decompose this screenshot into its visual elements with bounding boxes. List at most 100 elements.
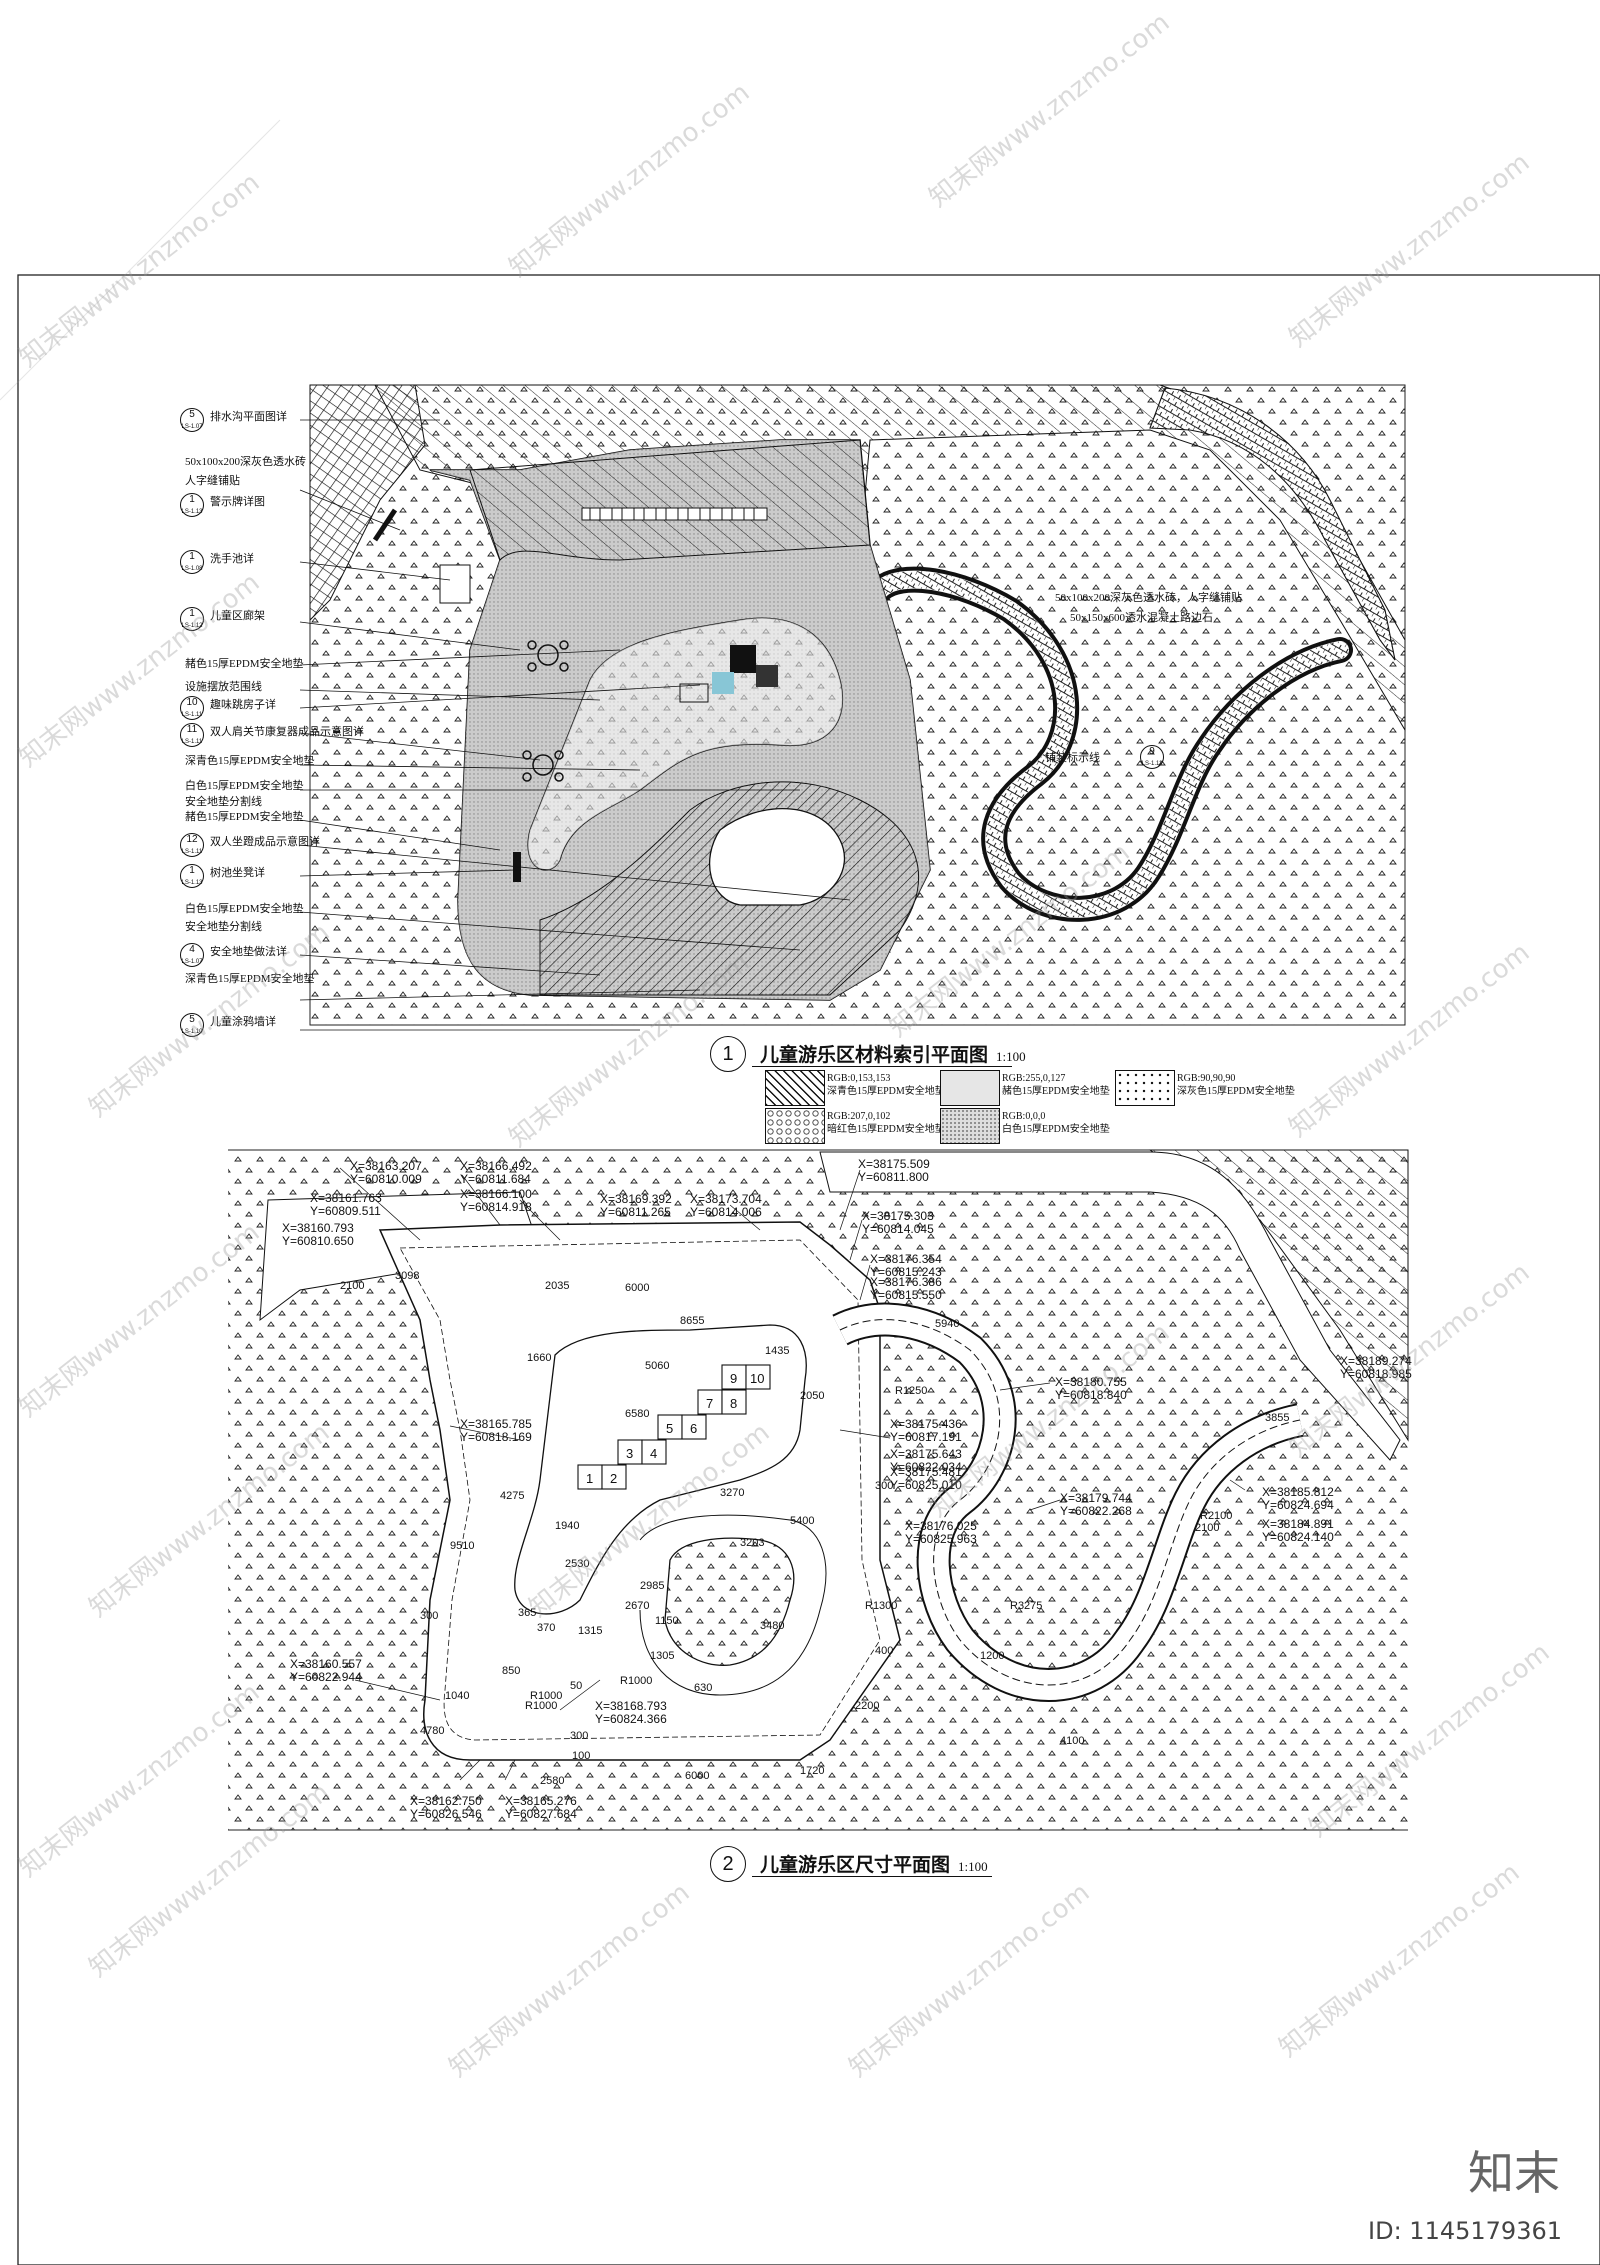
- coordinate-y: Y=60824.694: [1262, 1498, 1334, 1512]
- detail-ref-sheet: LS-1.11: [1141, 761, 1163, 767]
- plan1-drawing: [299, 384, 1406, 1031]
- legend-material: 白色15厚EPDM安全地垫: [1002, 1124, 1110, 1135]
- dimension-label-30: 2580: [540, 1775, 565, 1787]
- dimension-label-22: R1000: [620, 1675, 653, 1687]
- callout-ref-number: 12: [186, 834, 198, 845]
- coordinate-y: Y=60814.918: [460, 1200, 532, 1214]
- legend-rgb: RGB:255,0,127: [1002, 1073, 1066, 1084]
- hopscotch-cell-number: 6: [690, 1421, 698, 1436]
- dimension-label-38: R3275: [1010, 1600, 1043, 1612]
- callout-ref-sheet: LS-1.12: [181, 623, 203, 629]
- legend-rgb: RGB:90,90,90: [1177, 1073, 1236, 1084]
- callout-label-6: 赭色15厚EPDM安全地垫: [185, 658, 304, 670]
- dimension-label-4: 1435: [765, 1345, 790, 1357]
- callout-label-14: 双人坐蹬成品示意图详: [210, 836, 320, 848]
- coordinate-y: Y=60814.045: [862, 1222, 934, 1236]
- dimension-label-2: 5060: [645, 1360, 670, 1372]
- coordinate-x: X=38184.891: [1262, 1517, 1334, 1531]
- callout-ref-sheet: LS-1.10: [181, 1029, 203, 1035]
- legend-material: 深灰色15厚EPDM安全地垫: [1177, 1086, 1295, 1097]
- dimension-label-9: 9510: [450, 1540, 475, 1552]
- dimension-label-18: 1315: [578, 1625, 603, 1637]
- legend-swatch: [940, 1070, 1000, 1106]
- coordinate-x: X=38180.755: [1055, 1375, 1127, 1389]
- dimension-label-29: 6000: [685, 1770, 710, 1782]
- dimension-label-16: 1150: [655, 1615, 679, 1627]
- plan1-title-underline: [752, 1066, 1012, 1067]
- dimension-label-1: 8655: [680, 1315, 705, 1327]
- callout-ref-sheet: LS-1.13: [181, 509, 203, 515]
- dimension-label-3: 1660: [527, 1352, 552, 1364]
- coordinate-x: X=38161.763: [310, 1191, 382, 1205]
- coordinate-y: Y=60825.010: [890, 1478, 962, 1492]
- plan1-scale: 1:100: [996, 1049, 1026, 1064]
- callout-label-1: 50x100x200深灰色透水砖: [185, 456, 306, 468]
- callout-ref-number: 5: [189, 1014, 195, 1025]
- callout-label-11: 白色15厚EPDM安全地垫: [185, 780, 304, 792]
- hopscotch-cell-number: 9: [730, 1371, 738, 1386]
- dimension-label-14: 2985: [640, 1580, 665, 1592]
- plan1-note-paving: 50x100x200深灰色透水砖，人字缝铺贴: [1055, 592, 1242, 604]
- legend-item-2: RGB:90,90,90 深灰色15厚EPDM安全地垫: [1115, 1068, 1295, 1106]
- plan1-note-curb: 50x150x600透水混凝土路边石: [1070, 612, 1213, 624]
- plan1-detail-ref[interactable]: 9 LS-1.11: [1140, 745, 1164, 769]
- dimension-label-26: R1300: [865, 1600, 898, 1612]
- brand-id-label: ID: 1145179361: [1368, 2217, 1562, 2245]
- callout-ref-sheet: LS-1.13: [181, 880, 203, 886]
- dimension-label-49: 3098: [395, 1270, 420, 1282]
- dimension-label-15: 2670: [625, 1600, 650, 1612]
- coordinate-y: Y=60811.800: [858, 1170, 929, 1184]
- hopscotch-cell-number: 2: [610, 1471, 618, 1486]
- legend-swatch: [1115, 1070, 1175, 1106]
- dimension-label-42: 3855: [1265, 1412, 1290, 1424]
- callout-label-19: 深青色15厚EPDM安全地垫: [185, 973, 315, 985]
- callout-ref-number: 10: [186, 697, 198, 708]
- dimension-label-25: 3480: [760, 1620, 785, 1632]
- coordinate-x: X=38176.386: [870, 1275, 942, 1289]
- dimension-label-27: 400: [875, 1645, 894, 1657]
- coordinate-y: Y=60810.650: [282, 1234, 354, 1248]
- callout-ref-sheet: LS-1.11: [181, 849, 203, 855]
- dimension-label-33: 2100: [1195, 1522, 1220, 1534]
- coordinate-x: X=38168.793: [595, 1699, 667, 1713]
- callout-ref-sheet: LS-1.11: [181, 712, 203, 718]
- coordinate-y: Y=60826.546: [410, 1807, 482, 1821]
- dimension-label-6: 6580: [625, 1408, 650, 1420]
- coordinate-y: Y=60818.840: [1055, 1388, 1127, 1402]
- legend-swatch: [765, 1108, 825, 1144]
- dimension-label-7: 1940: [555, 1520, 580, 1532]
- dimension-label-44: 2035: [545, 1280, 570, 1292]
- coordinate-x: X=38163.207: [350, 1159, 422, 1173]
- hopscotch-cell-number: 1: [586, 1471, 594, 1486]
- callout-label-4: 洗手池详: [210, 553, 254, 565]
- brand-logo: 知末: [1468, 2146, 1560, 2200]
- callout-label-2: 人字缝铺贴: [185, 475, 240, 487]
- callout-ref-sheet: LS-1.11: [181, 739, 203, 745]
- plan2-number-badge: 2: [710, 1846, 746, 1882]
